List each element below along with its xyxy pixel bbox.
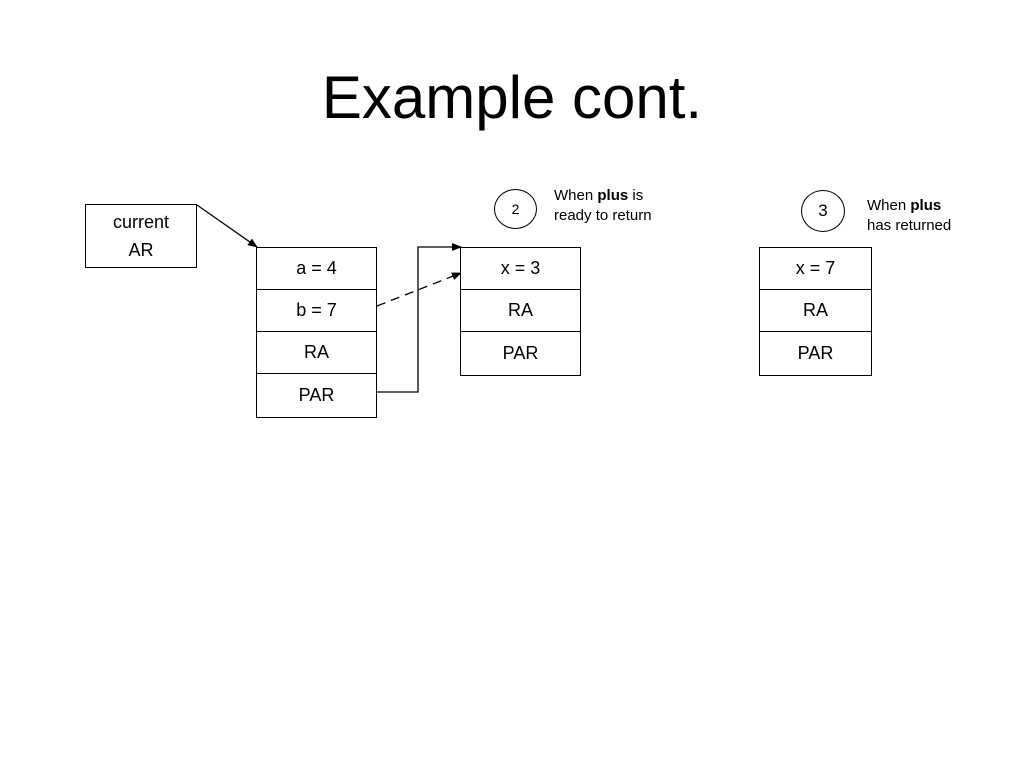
plus-ready-cell-ra: RA bbox=[461, 290, 580, 332]
ar-cell-a: a = 4 bbox=[257, 248, 376, 290]
step-2-note-suffix: is bbox=[628, 187, 644, 204]
slide-title: Example cont. bbox=[321, 64, 703, 131]
step-2-note-bold: plus bbox=[597, 187, 629, 204]
ar-cell-par: PAR bbox=[298, 384, 335, 405]
step-3-marker: 3 bbox=[801, 190, 845, 232]
activation-record-main: a = 4 b = 7 RA PAR bbox=[256, 247, 377, 418]
plus-returned-cell-ra: RA bbox=[760, 290, 871, 332]
step-3-note-bold: plus bbox=[910, 197, 942, 214]
current-ar-label-line1: current bbox=[112, 212, 170, 232]
ar-cell-ra: RA bbox=[257, 332, 376, 374]
plus-returned-cell-x: x = 7 bbox=[760, 248, 871, 290]
current-ar-label-line2: AR bbox=[128, 240, 154, 260]
step-3-note-line2: has returned bbox=[867, 217, 952, 234]
plus-ready-cell-par: PAR bbox=[502, 342, 539, 363]
step-2-note: When plus is ready to return bbox=[554, 186, 694, 226]
step-2-marker: 2 bbox=[494, 189, 537, 229]
step-3-note-prefix: When bbox=[867, 197, 911, 214]
dashed-link-arrow bbox=[376, 272, 462, 307]
step-3-note: When plus has returned bbox=[867, 196, 1007, 236]
current-ar-box: current AR bbox=[85, 204, 197, 268]
plus-ready-cell-x: x = 3 bbox=[461, 248, 580, 290]
activation-record-plus-returned: x = 7 RA PAR bbox=[759, 247, 872, 376]
par-link-arrow bbox=[377, 243, 462, 393]
step-2-note-line2: ready to return bbox=[554, 207, 652, 224]
current-ar-pointer-arrow bbox=[196, 204, 258, 248]
plus-returned-cell-par: PAR bbox=[797, 342, 834, 363]
activation-record-plus-ready: x = 3 RA PAR bbox=[460, 247, 581, 376]
step-2-note-prefix: When bbox=[554, 187, 598, 204]
ar-cell-b: b = 7 bbox=[257, 290, 376, 332]
